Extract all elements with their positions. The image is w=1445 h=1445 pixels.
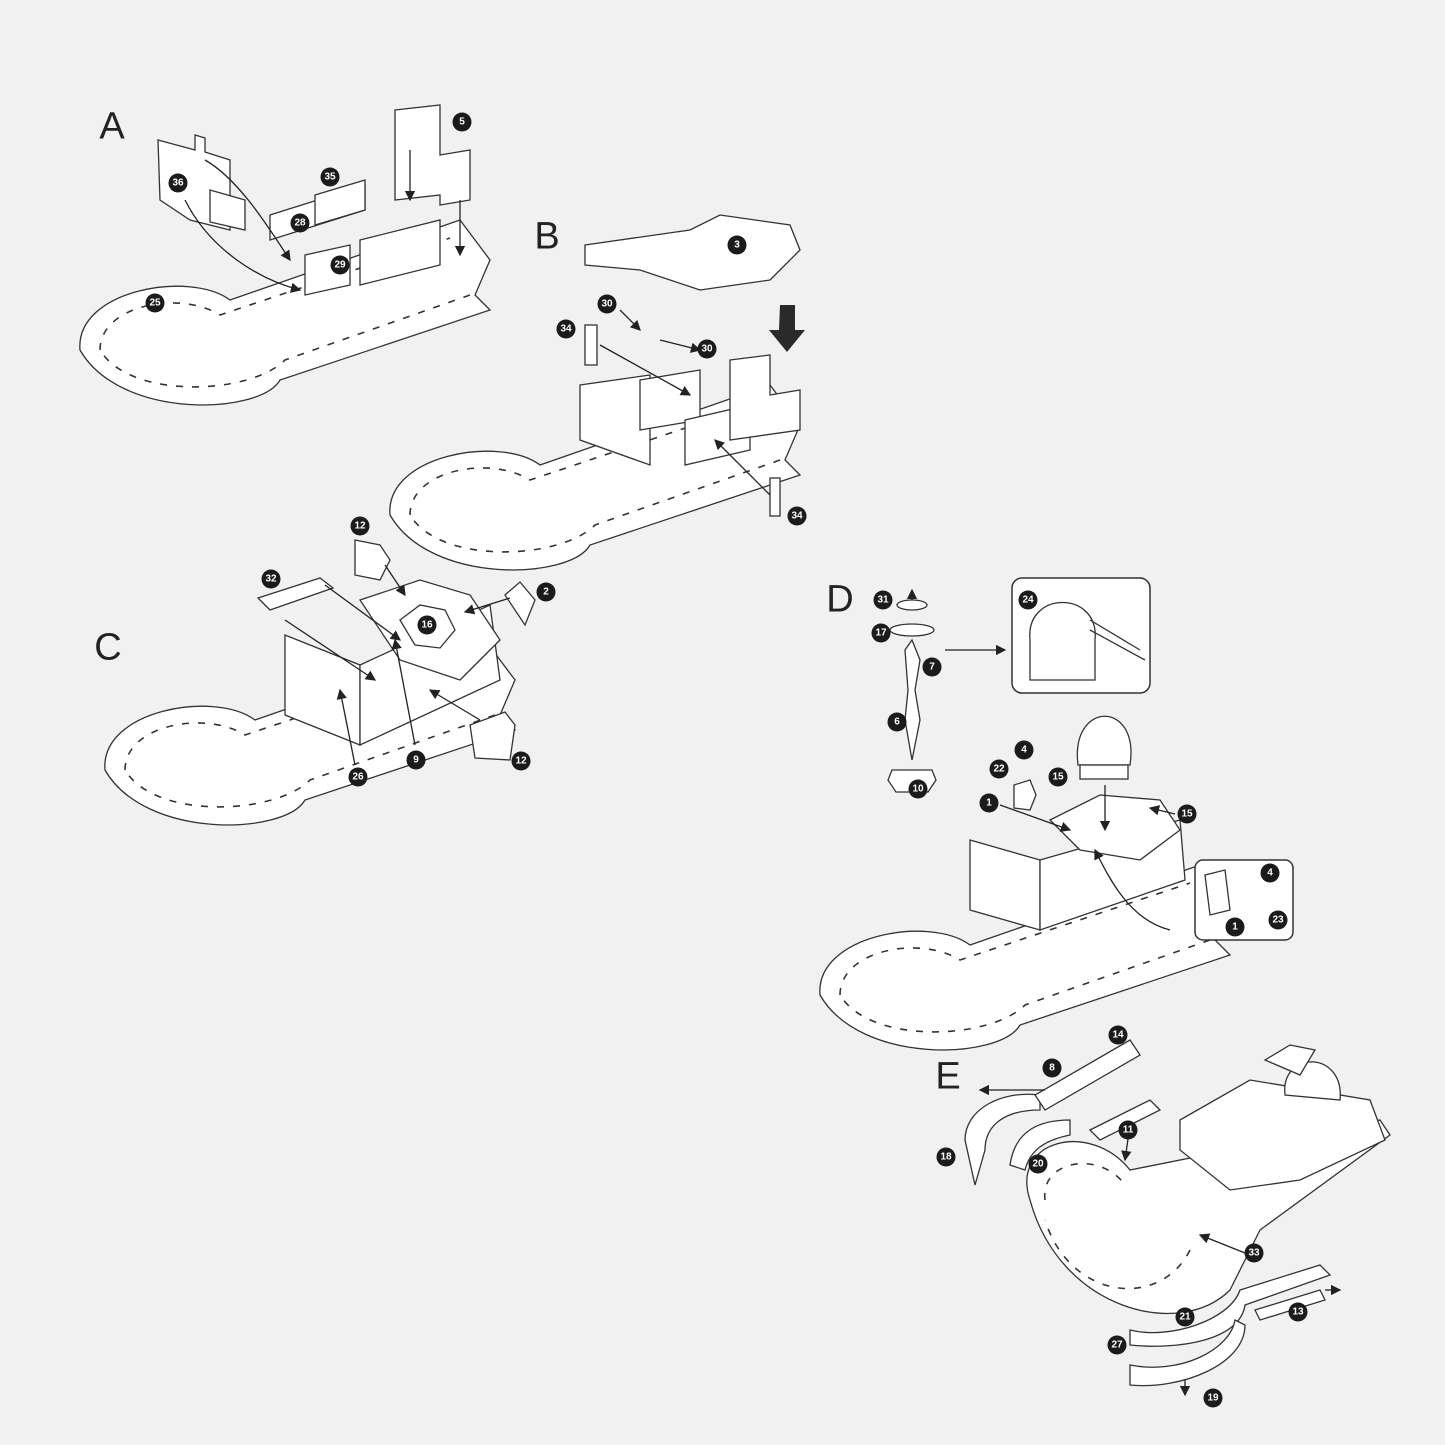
part-badge: 34 bbox=[556, 319, 576, 339]
part-badge: 30 bbox=[597, 294, 617, 314]
part-badge: 15 bbox=[1177, 804, 1197, 824]
step-label-a: A bbox=[99, 105, 125, 148]
part-badge: 4 bbox=[1260, 863, 1280, 883]
part-badge: 34 bbox=[787, 506, 807, 526]
part-badge: 8 bbox=[1042, 1058, 1062, 1078]
part-badge: 33 bbox=[1244, 1243, 1264, 1263]
part-badge: 25 bbox=[145, 293, 165, 313]
part-badge: 35 bbox=[320, 167, 340, 187]
part-badge: 30 bbox=[697, 339, 717, 359]
step-c-drawing bbox=[104, 539, 536, 826]
part-badge: 36 bbox=[168, 173, 188, 193]
part-badge: 9 bbox=[406, 750, 426, 770]
part-badge: 28 bbox=[290, 213, 310, 233]
step-d-drawing bbox=[819, 577, 1294, 1051]
part-badge: 14 bbox=[1108, 1025, 1128, 1045]
part-badge: 23 bbox=[1268, 910, 1288, 930]
part-badge: 16 bbox=[417, 615, 437, 635]
part-badge: 20 bbox=[1028, 1154, 1048, 1174]
part-badge: 6 bbox=[887, 712, 907, 732]
part-badge: 29 bbox=[330, 255, 350, 275]
part-badge: 12 bbox=[511, 751, 531, 771]
part-badge: 11 bbox=[1118, 1120, 1138, 1140]
part-badge: 27 bbox=[1107, 1335, 1127, 1355]
part-badge: 12 bbox=[350, 516, 370, 536]
step-label-d: D bbox=[826, 578, 854, 621]
part-badge: 17 bbox=[871, 623, 891, 643]
part-badge: 19 bbox=[1203, 1388, 1223, 1408]
part-badge: 3 bbox=[727, 235, 747, 255]
step-label-c: C bbox=[94, 626, 122, 669]
part-badge: 10 bbox=[908, 779, 928, 799]
part-badge: 4 bbox=[1014, 740, 1034, 760]
part-badge: 32 bbox=[261, 569, 281, 589]
part-badge: 18 bbox=[936, 1147, 956, 1167]
step-a-drawing bbox=[79, 104, 491, 406]
step-label-b: B bbox=[534, 215, 560, 258]
part-badge: 31 bbox=[873, 590, 893, 610]
step-e-drawing bbox=[964, 1039, 1391, 1397]
part-badge: 1 bbox=[979, 793, 999, 813]
part-badge: 1 bbox=[1225, 917, 1245, 937]
part-badge: 2 bbox=[536, 582, 556, 602]
part-badge: 13 bbox=[1288, 1302, 1308, 1322]
part-badge: 7 bbox=[922, 657, 942, 677]
part-badge: 24 bbox=[1018, 590, 1038, 610]
part-badge: 22 bbox=[989, 759, 1009, 779]
part-badge: 15 bbox=[1048, 767, 1068, 787]
part-badge: 5 bbox=[452, 112, 472, 132]
step-b-drawing bbox=[389, 214, 805, 571]
step-label-e: E bbox=[935, 1055, 961, 1098]
part-badge: 26 bbox=[348, 767, 368, 787]
part-badge: 21 bbox=[1175, 1307, 1195, 1327]
